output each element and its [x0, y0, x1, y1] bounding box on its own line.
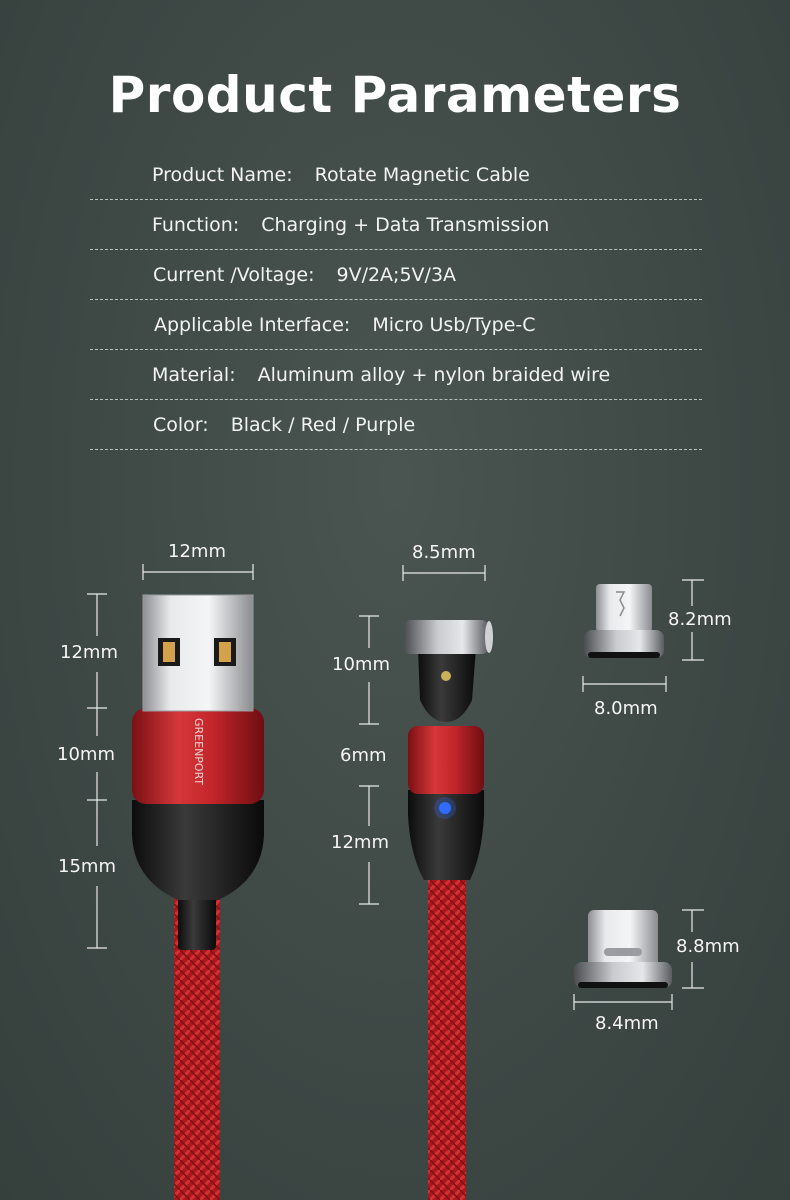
led-indicator	[439, 802, 451, 814]
magnetic-width-label: 8.5mm	[412, 542, 476, 563]
micro-width-label: 8.0mm	[594, 698, 658, 719]
micro-height-label: 8.2mm	[668, 609, 732, 630]
usb-dimension-lines	[87, 564, 254, 949]
usb-plug-length-label: 12mm	[60, 642, 118, 663]
param-row-material: Material: Aluminum alloy + nylon braided…	[90, 350, 702, 400]
typec-dimension-lines	[573, 909, 704, 1010]
type-c-magnet-base	[574, 962, 672, 988]
joint-pin	[441, 671, 451, 681]
magnetic-boot-length-label: 12mm	[331, 832, 389, 853]
micro-usb-magnet-base	[584, 630, 664, 658]
param-value: Black / Red / Purple	[230, 413, 416, 436]
micro-dimension-lines	[582, 579, 704, 692]
param-row-interface: Applicable Interface: Micro Usb/Type-C	[90, 300, 702, 350]
magnetic-dimension-lines	[359, 565, 486, 905]
param-label: Applicable Interface:	[154, 313, 351, 336]
micro-usb-tip	[584, 584, 664, 658]
type-c-tip	[574, 910, 672, 988]
magnetic-red-housing	[408, 726, 484, 794]
param-value: Charging + Data Transmission	[261, 213, 550, 236]
brand-logo: GREENPORT	[192, 718, 205, 785]
usb-head-length-label: 10mm	[57, 744, 115, 765]
magnetic-braided-cable	[428, 880, 466, 1200]
usb-black-boot	[132, 800, 264, 900]
usb-boot-length-label: 15mm	[58, 856, 116, 877]
param-row-current-voltage: Current /Voltage: 9V/2A;5V/3A	[90, 250, 702, 300]
magnetic-black-boot	[408, 790, 484, 880]
param-value: 9V/2A;5V/3A	[336, 263, 457, 286]
typec-width-label: 8.4mm	[595, 1013, 659, 1034]
param-label: Function:	[152, 213, 240, 236]
magnetic-head-length-label: 6mm	[340, 745, 387, 766]
param-label: Material:	[152, 363, 236, 386]
rotating-joint	[418, 648, 476, 722]
param-label: Product Name:	[152, 163, 293, 186]
magnetic-connector	[404, 620, 493, 1200]
page-title: Product Parameters	[108, 66, 682, 124]
param-row-function: Function: Charging + Data Transmission	[90, 200, 702, 250]
type-c-plug	[588, 910, 658, 968]
typec-height-label: 8.8mm	[676, 936, 740, 957]
parameter-list: Product Name: Rotate Magnetic Cable Func…	[90, 150, 702, 450]
param-label: Color:	[153, 413, 209, 436]
param-value: Aluminum alloy + nylon braided wire	[257, 363, 611, 386]
param-value: Rotate Magnetic Cable	[314, 163, 530, 186]
magnetic-tip	[404, 620, 488, 654]
param-label: Current /Voltage:	[153, 263, 315, 286]
magnetic-tip-length-label: 10mm	[332, 654, 390, 675]
param-row-product-name: Product Name: Rotate Magnetic Cable	[90, 150, 702, 200]
param-row-color: Color: Black / Red / Purple	[90, 400, 702, 450]
param-value: Micro Usb/Type-C	[372, 313, 536, 336]
usb-width-label: 12mm	[168, 541, 226, 562]
usb-red-housing	[132, 708, 264, 804]
usb-a-connector	[132, 594, 264, 1200]
